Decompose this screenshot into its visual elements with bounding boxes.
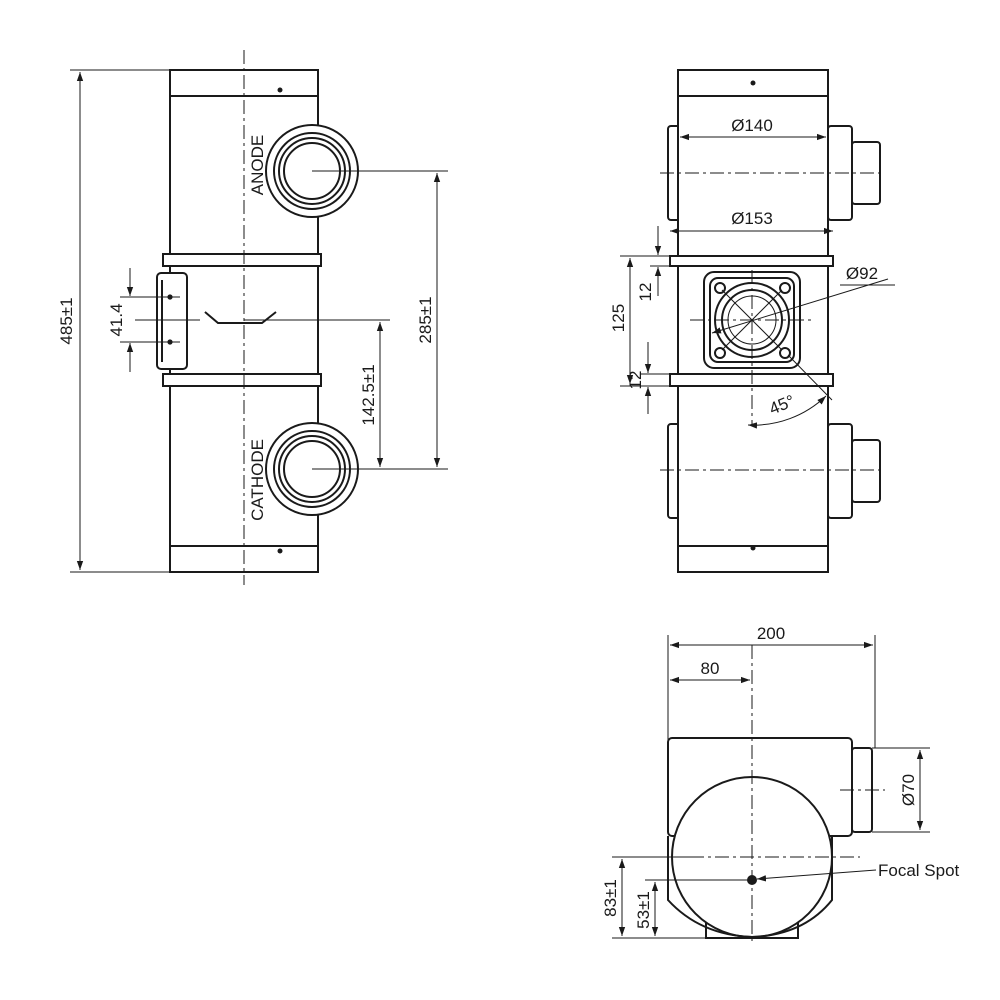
focal-spot-leader [756, 869, 877, 882]
dim-line-92 [711, 278, 889, 334]
dim-flange-12-top: 12 [636, 283, 655, 302]
end-view-cradle [667, 836, 833, 939]
dim-arc-45 [747, 395, 827, 429]
side-lower-body [677, 385, 829, 573]
side-flange-top [669, 255, 834, 267]
focal-spot-label: Focal Spot [878, 861, 960, 880]
cathode-label: CATHODE [248, 439, 267, 521]
dim-focal-83: 83±1 [601, 879, 620, 917]
front-flange-bottom [162, 373, 322, 387]
dim-dia-70: Ø70 [899, 774, 918, 806]
end-view: 200 80 Ø70 Focal Spot 83±1 53±1 [601, 624, 960, 945]
dim-center-to-cathode: 142.5±1 [359, 364, 378, 425]
dim-offset-80: 80 [701, 659, 720, 678]
side-bottom-dot [750, 545, 756, 551]
side-top-dot [750, 80, 756, 86]
dim-dia-153: Ø153 [731, 209, 773, 228]
dim-anode-cathode: 285±1 [416, 296, 435, 343]
dim-flange-125: 125 [609, 304, 628, 332]
dim-line-45-ray [787, 354, 833, 401]
dim-width-200: 200 [757, 624, 785, 643]
front-view: ANODE CATHODE 485±1 41.4 285±1 142.5±1 [57, 50, 448, 585]
dim-dia-92: Ø92 [846, 264, 878, 283]
dim-connector-spacing: 41.4 [107, 303, 126, 336]
side-lower-port-tip [851, 439, 881, 503]
side-lower-port [827, 423, 853, 519]
side-upper-body [677, 69, 829, 257]
side-middle [677, 265, 829, 375]
dim-flange-12-bottom: 12 [626, 371, 645, 390]
dim-focal-53: 53±1 [634, 891, 653, 929]
tube-window-left [204, 311, 219, 324]
front-flange-top [162, 253, 322, 267]
anode-label: ANODE [248, 135, 267, 195]
front-top-dot [277, 87, 283, 93]
front-bottom-dot [277, 548, 283, 554]
dim-overall-height: 485±1 [57, 297, 76, 344]
side-view: Ø140 Ø153 Ø92 125 12 12 45° [609, 69, 895, 573]
dim-dia-140: Ø140 [731, 116, 773, 135]
